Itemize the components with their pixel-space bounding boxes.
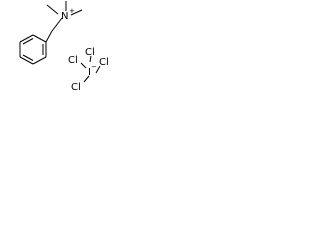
- ring-double-bond-3: [22, 54, 34, 61]
- anion-chlorine-2: Cl: [85, 47, 95, 58]
- ch2-n-bond: [51, 17, 63, 32]
- anion-chlorine-4: Cl: [71, 82, 81, 93]
- i-cl-bond-left: [80, 62, 87, 69]
- chemical-structure-diagram: N + Cl Cl Cl Cl I −: [0, 0, 112, 94]
- n-methyl-bond-left: [46, 4, 59, 15]
- ring-bond-1: [19, 34, 34, 43]
- n-methyl-bond-right: [70, 9, 83, 16]
- anion-bonds: [80, 55, 101, 83]
- structure-svg: N + Cl Cl Cl Cl I −: [19, 1, 109, 93]
- nitrogen-atom-label: N: [61, 11, 68, 22]
- i-cl-bond-bottom: [83, 75, 90, 83]
- ring-bond-4: [32, 56, 47, 65]
- i-cl-bond-right: [95, 65, 101, 74]
- i-cl-bond-top: [89, 55, 92, 63]
- ring-bond-5: [19, 56, 34, 65]
- cation-bonds: [45, 1, 83, 43]
- benzyl-bond: [45, 30, 53, 43]
- benzene-ring: [19, 34, 47, 65]
- anion-chlorine-1: Cl: [68, 55, 78, 66]
- anion-iodine-label: I: [88, 67, 91, 78]
- ring-bond-2: [32, 34, 47, 43]
- nitrogen-charge: +: [69, 7, 75, 15]
- ring-double-bond-1: [22, 38, 34, 45]
- anion-iodine-charge: −: [91, 63, 97, 71]
- anion-chlorine-3: Cl: [99, 57, 109, 68]
